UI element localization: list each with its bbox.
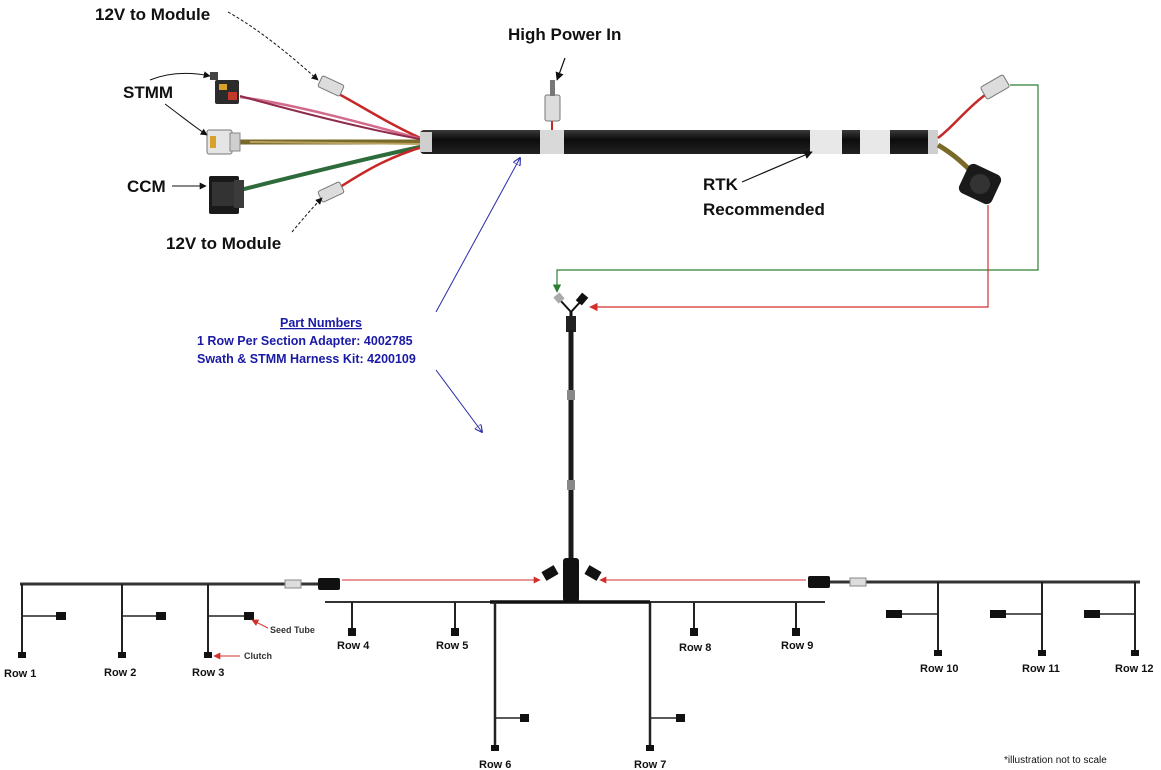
module-12v-bottom-connector: [317, 181, 345, 203]
row-drop-7: [646, 602, 685, 751]
row-label-4: Row 4: [337, 640, 370, 652]
label-stmm: STMM: [123, 83, 173, 102]
row-label-5: Row 5: [436, 640, 468, 652]
row-drop-9: [792, 602, 800, 636]
arrow-seed-tube: [251, 619, 269, 629]
row-label-9: Row 9: [781, 640, 813, 652]
right-fanout: [936, 74, 1010, 205]
main-harness: [206, 72, 1010, 214]
row-drop-5: [451, 602, 459, 636]
row-label-6: Row 6: [479, 759, 511, 770]
row-label-7: Row 7: [634, 759, 666, 770]
stmm-small-connector: [210, 72, 239, 104]
row-drop-12: [1084, 582, 1139, 656]
rtk-power-connector: [980, 74, 1010, 100]
label-ccm: CCM: [127, 177, 166, 196]
label-rtk-recommended: Recommended: [703, 200, 825, 219]
stmm-large-connector: [206, 129, 241, 155]
row-label-10: Row 10: [920, 663, 959, 675]
sleeve-band: [928, 130, 938, 154]
junction-left-connector: [541, 565, 559, 581]
left-cable-connector: [318, 578, 340, 590]
row-drop-4: [348, 602, 356, 636]
high-power-connector: [544, 80, 561, 130]
row-drop-11: [990, 582, 1046, 656]
row-label-2: Row 2: [104, 667, 136, 679]
ccm-connector: [209, 176, 244, 214]
row-drop-8: [690, 602, 698, 636]
row-drop-6: [491, 602, 529, 751]
arrow-12v-bottom: [291, 197, 323, 233]
sleeve-band: [420, 132, 432, 152]
label-12v-to-module-bottom: 12V to Module: [166, 234, 281, 253]
part-number-adapter: 1 Row Per Section Adapter: 4002785: [197, 334, 413, 348]
sleeve-band: [860, 130, 890, 154]
row-drop-2: [118, 584, 166, 658]
part-number-kit: Swath & STMM Harness Kit: 4200109: [197, 352, 416, 366]
section-y-connector: [553, 292, 589, 332]
arrow-12v-top: [227, 11, 319, 81]
rtk-round-connector-face: [970, 174, 990, 194]
section-harness: [20, 292, 1140, 604]
right-cable-band: [849, 577, 867, 587]
blue-arrow-up: [435, 158, 520, 313]
arrow-rtk: [741, 151, 813, 183]
module-12v-top-connector: [317, 75, 345, 97]
row-label-3: Row 3: [192, 667, 224, 679]
sleeve-band: [540, 130, 564, 154]
row-label-8: Row 8: [679, 642, 711, 654]
label-clutch: Clutch: [244, 651, 272, 661]
arrow-high-power: [555, 57, 566, 81]
right-cable-connector: [808, 576, 830, 588]
left-fanout-wires: [228, 90, 426, 192]
row-label-11: Row 11: [1022, 663, 1060, 675]
blue-arrow-down: [435, 369, 482, 432]
trunk-junction: [563, 558, 579, 602]
row-drop-3: [204, 584, 254, 658]
left-cable-band: [284, 579, 302, 589]
sleeve-band: [810, 130, 842, 154]
part-numbers-heading: Part Numbers: [280, 316, 362, 330]
trunk-band: [567, 480, 575, 490]
arrow-stmm-small: [149, 71, 211, 81]
green-connection-line: [552, 84, 1039, 293]
label-high-power-in: High Power In: [508, 25, 621, 44]
label-12v-to-module-top: 12V to Module: [95, 5, 210, 24]
arrow-stmm-large: [164, 103, 208, 136]
label-rtk: RTK: [703, 175, 739, 194]
junction-right-connector: [584, 565, 602, 581]
row-drop-10: [886, 582, 942, 656]
row-drop-1: [18, 584, 66, 658]
row-label-12: Row 12: [1115, 663, 1154, 675]
scale-note: *illustration not to scale: [1004, 755, 1107, 766]
red-connection-line: [589, 205, 989, 312]
trunk-band: [567, 390, 575, 400]
row-label-1: Row 1: [4, 668, 36, 680]
label-seed-tube: Seed Tube: [270, 625, 315, 635]
